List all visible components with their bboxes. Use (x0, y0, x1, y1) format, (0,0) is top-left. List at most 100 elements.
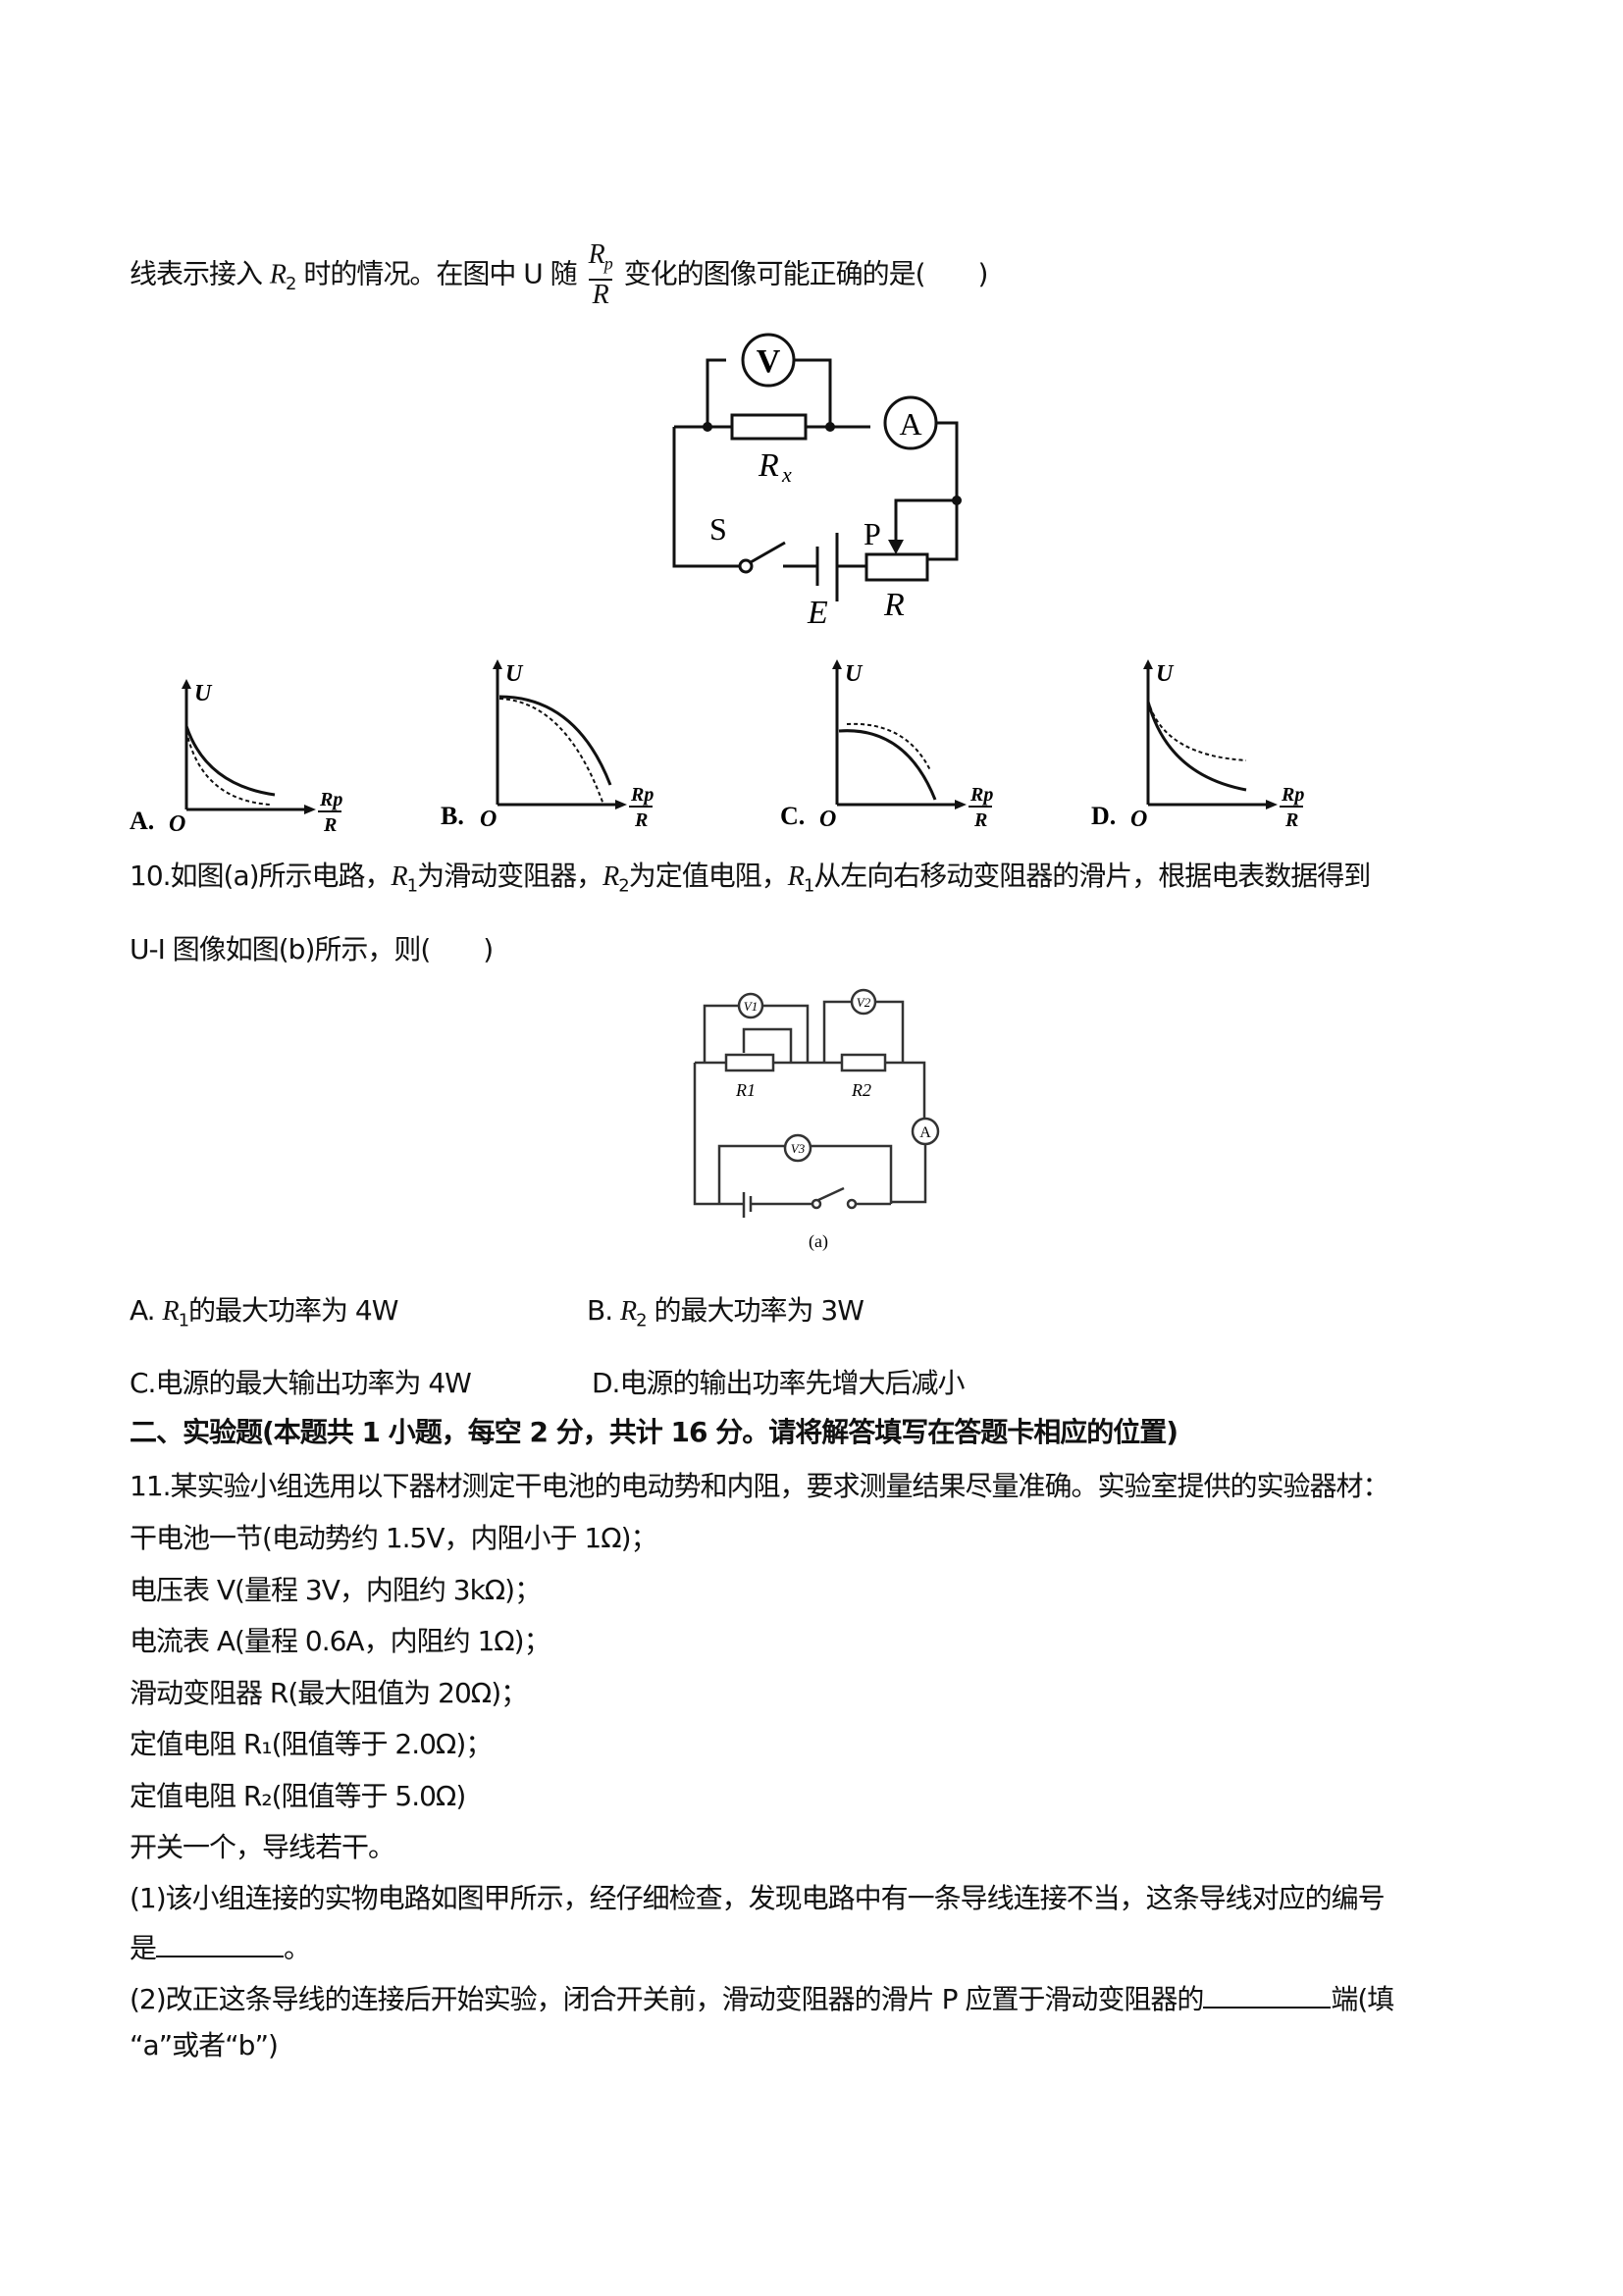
q10-text-1: 10.如图(a)所示电路， (130, 860, 393, 892)
option-a-label: A. (130, 1294, 156, 1327)
equipment-item: 干电池一节(电动势约 1.5V，内阻小于 1Ω)； (130, 1522, 658, 1554)
v3-label: V3 (791, 1141, 806, 1156)
q10-option-a: A. R1的最大功率为 4W (130, 1293, 398, 1339)
x-axis-label-den: R (973, 809, 987, 831)
solid-curve (838, 729, 937, 801)
option-a-sub: 1 (178, 1310, 189, 1331)
r2-symbol: R (269, 259, 287, 290)
q10-text-4: 从左向右移动变阻器的滑片，根据电表数据得到 (813, 860, 1371, 892)
option-label: C. (780, 802, 805, 830)
q10-option-c: C.电源的最大输出功率为 4W (130, 1367, 472, 1399)
q10-stem-2: U-I 图像如图(b)所示，则( ) (130, 933, 494, 965)
q9-text-3: 变化的图像可能正确的是( ) (623, 257, 989, 290)
y-axis-label: U (845, 661, 864, 687)
r1-sub-2: 1 (803, 875, 814, 897)
q10-stem-1: 10.如图(a)所示电路，R1为滑动变阻器，R2为定值电阻，R1从左向右移动变阻… (130, 859, 1371, 905)
solid-curve (1146, 701, 1247, 792)
slider-label: P (864, 516, 881, 551)
sub1-pre: 是 (130, 1932, 157, 1964)
option-b-sub: 2 (636, 1310, 647, 1331)
option-b-r: R (620, 1296, 637, 1327)
graph-option-b: B. U O RpR (441, 659, 654, 832)
equipment-item: 滑动变阻器 R(最大阻值为 20Ω)； (130, 1676, 528, 1709)
q10-option-d: D.电源的输出功率先增大后减小 (592, 1367, 965, 1399)
option-a-r: R (162, 1296, 179, 1327)
equipment-item: 定值电阻 R₂(阻值等于 5.0Ω) (130, 1779, 466, 1812)
q10-text-2: 为滑动变阻器， (417, 860, 603, 892)
r1-sub: 1 (406, 875, 418, 897)
dashed-curve (498, 698, 604, 806)
origin-label: O (169, 811, 185, 837)
answer-blank-2[interactable] (1203, 1981, 1332, 2009)
r2-label: R2 (851, 1080, 871, 1100)
q10-text-3: 为定值电阻， (628, 860, 789, 892)
answer-blank-1[interactable] (156, 1930, 285, 1957)
x-axis-label-num: Rp (630, 784, 654, 806)
ammeter-label: A (899, 406, 921, 442)
dashed-curve (846, 722, 931, 771)
equipment-item: 开关一个，导线若干。 (130, 1831, 395, 1863)
r1-symbol-2: R (787, 861, 805, 892)
option-b-label: B. (587, 1294, 613, 1327)
option-a-text: 的最大功率为 4W (188, 1294, 398, 1327)
option-label: B. (441, 802, 464, 830)
r2-sub: 2 (618, 875, 629, 897)
option-b-text: 的最大功率为 3W (654, 1294, 864, 1327)
dashed-curve (1149, 705, 1247, 761)
y-axis-label: U (505, 661, 524, 687)
option-label: A. (130, 807, 154, 835)
q11-sub1-line2: 是。 (130, 1930, 311, 1966)
dashed-curve (185, 730, 271, 806)
switch-label: S (709, 511, 727, 547)
rheostat-label: R (883, 587, 905, 623)
graph-option-a: A. U O RpR (130, 679, 342, 837)
x-axis-label-num: Rp (319, 789, 342, 810)
ammeter-label-a: A (919, 1124, 931, 1141)
solid-curve (184, 725, 276, 797)
figure-caption: (a) (809, 1231, 828, 1252)
q11-sub1-line1: (1)该小组连接的实物电路如图甲所示，经仔细检查，发现电路中有一条导线连接不当，… (130, 1882, 1386, 1914)
v2-label: V2 (857, 995, 871, 1010)
r1-label: R1 (735, 1080, 756, 1100)
sub2-post: 端(填 (1331, 1983, 1394, 2015)
graph-option-c: C. U O RpR (780, 659, 993, 832)
origin-label: O (819, 807, 836, 832)
equipment-item: 电压表 V(量程 3V，内阻约 3kΩ)； (130, 1573, 542, 1606)
y-axis-label: U (1156, 661, 1175, 687)
frac-num-sub: p (603, 253, 613, 274)
y-axis-label: U (194, 681, 213, 706)
x-axis-label-den: R (634, 809, 648, 831)
q11-intro: 11.某实验小组选用以下器材测定干电池的电动势和内阻，要求测量结果尽量准确。实验… (130, 1470, 1390, 1502)
q9-text-1: 线表示接入 (130, 257, 263, 290)
r2-symbol: R (602, 861, 619, 892)
battery-label: E (807, 595, 828, 631)
frac-den: R (592, 279, 609, 310)
equipment-item: 电流表 A(量程 0.6A，内阻约 1Ω)； (130, 1625, 551, 1657)
option-label: D. (1091, 802, 1116, 830)
q9-text-2: 时的情况。在图中 U 随 (303, 257, 577, 290)
section-heading: 二、实验题(本题共 1 小题，每空 2 分，共计 16 分。请将解答填写在答题卡… (130, 1416, 1178, 1448)
q11-sub2-line1: (2)改正这条导线的连接后开始实验，闭合开关前，滑动变阻器的滑片 P 应置于滑动… (130, 1981, 1394, 2017)
voltmeter-label: V (757, 343, 781, 380)
origin-label: O (1130, 807, 1147, 832)
graph-option-d: D. U O RpR (1091, 659, 1304, 832)
r1-symbol: R (391, 861, 408, 892)
sub2-pre: (2)改正这条导线的连接后开始实验，闭合开关前，滑动变阻器的滑片 P 应置于滑动… (130, 1983, 1204, 2015)
origin-label: O (480, 807, 497, 832)
x-axis-label-num: Rp (969, 784, 993, 806)
r2-sub: 2 (286, 273, 296, 294)
equipment-item: 定值电阻 R₁(阻值等于 2.0Ω)； (130, 1728, 493, 1760)
q11-sub2-line2: “a”或者“b”) (130, 2029, 279, 2061)
q10-option-b: B. R2 的最大功率为 3W (587, 1293, 864, 1339)
v1-label: V1 (744, 999, 758, 1014)
x-axis-label-den: R (1284, 809, 1298, 831)
x-axis-label-num: Rp (1281, 784, 1304, 806)
frac-num: R (588, 239, 605, 270)
x-axis-label-den: R (323, 814, 337, 836)
rx-label: R (758, 447, 779, 484)
rx-sub: x (781, 462, 792, 487)
solid-curve (498, 695, 612, 786)
sub1-post: 。 (284, 1932, 311, 1964)
